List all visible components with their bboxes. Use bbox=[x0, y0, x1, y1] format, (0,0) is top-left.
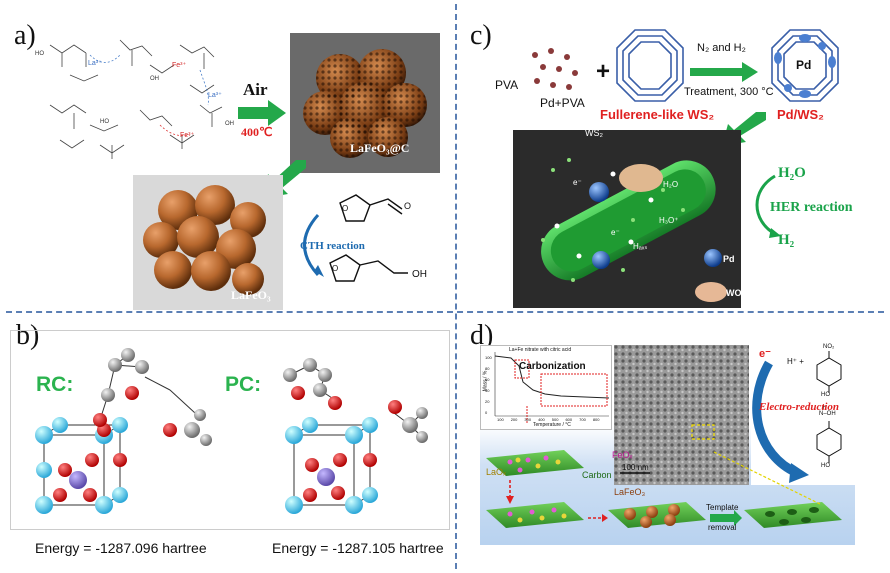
lafeo3-image: LaFeO₃ bbox=[133, 175, 283, 310]
tga-x-tick: 300 bbox=[524, 417, 532, 422]
ho-group-label: HO bbox=[35, 51, 44, 57]
wo3-legend-label: WO₃ bbox=[726, 288, 746, 298]
pva-label: PVA bbox=[495, 78, 519, 92]
tga-y-tick: 40 bbox=[485, 388, 490, 393]
laox-label: LaOₓ bbox=[486, 467, 506, 477]
oh-group-label-2: OH bbox=[225, 121, 234, 127]
hydroxylamine-label: N–OH bbox=[819, 411, 836, 417]
horizontal-divider bbox=[6, 311, 884, 313]
pd-legend-label: Pd bbox=[723, 254, 735, 264]
dft-structures bbox=[35, 348, 428, 514]
electron-d-label: e⁻ bbox=[759, 348, 771, 360]
tga-y-tick: 20 bbox=[485, 399, 490, 404]
carbon-label: Carbon bbox=[582, 470, 612, 480]
lafeo3-label: LaFeO₃ bbox=[231, 288, 271, 302]
tga-y-tick: 0 bbox=[485, 410, 488, 415]
synthesis-schematic bbox=[486, 450, 842, 528]
electro-reduction-scheme: e⁻ H⁺ + NO₂ HO N–OH H HO Electro-reducti… bbox=[751, 344, 855, 485]
lafeo3-c-label: LaFeO₃@C bbox=[350, 141, 410, 155]
hydroxyl-label: OH bbox=[412, 269, 427, 280]
tga-y-tick: 80 bbox=[485, 366, 490, 371]
rc-label: RC: bbox=[36, 373, 74, 396]
panel-b-label: b) bbox=[16, 320, 40, 351]
cth-reaction-scheme: O O O OH bbox=[303, 194, 427, 282]
pc-label: PC: bbox=[225, 373, 262, 396]
her-cycle-arrow bbox=[755, 174, 781, 238]
plus-sign: + bbox=[596, 58, 611, 85]
treatment-label: Treatment, 300 °C bbox=[684, 86, 774, 98]
hads-label: Hₐₓₛ bbox=[633, 242, 648, 251]
precursor-complex-structure: La³⁺ Fe³⁺ La³⁺ Fe³⁺ HO HO OH OH bbox=[35, 39, 234, 159]
tga-x-tick: 700 bbox=[579, 417, 586, 422]
tga-x-tick: 600 bbox=[565, 417, 573, 422]
fe-ion-label-2: Fe³⁺ bbox=[180, 132, 195, 139]
panel-a-label: a) bbox=[14, 20, 36, 51]
tga-x-tick: 800 bbox=[592, 417, 600, 422]
tga-x-tick: 500 bbox=[551, 417, 559, 422]
cth-reaction-label: CTH reaction bbox=[300, 240, 365, 252]
scale-bar-label: 100 nm bbox=[622, 463, 649, 472]
removal-label: removal bbox=[708, 523, 737, 532]
ws2-layer-label: WS₂ bbox=[585, 128, 603, 138]
vertical-divider bbox=[455, 4, 457, 569]
ho-group-label-2: HO bbox=[100, 119, 109, 125]
pd-ws2-label: Pd/WS₂ bbox=[777, 107, 824, 122]
tga-y-tick: 100 bbox=[485, 355, 492, 360]
tga-x-axis-label: Temperature / °C bbox=[533, 422, 571, 428]
electron-label: e⁻ bbox=[573, 178, 582, 187]
lafeo3-c-image: LaFeO₃@C bbox=[290, 33, 440, 173]
pd-pva-label: Pd+PVA bbox=[540, 96, 585, 110]
air-label: Air bbox=[243, 80, 268, 99]
fullerene-ws2-diagram bbox=[616, 29, 684, 102]
tga-legend: La+Fe nitrate with citric acid bbox=[509, 347, 572, 353]
panel-c-label: c) bbox=[470, 20, 492, 51]
her-reaction-label: HER reaction bbox=[770, 200, 853, 215]
panel-d-label: d) bbox=[470, 320, 494, 351]
tga-title: Carbonization bbox=[519, 361, 586, 372]
temperature-label: 400℃ bbox=[241, 125, 273, 139]
electro-reduction-label: Electro-reduction bbox=[759, 401, 840, 413]
phenol-ho-label: HO bbox=[821, 392, 830, 398]
pc-energy: Energy = -1287.105 hartree bbox=[272, 540, 444, 556]
treatment-arrow bbox=[690, 62, 758, 82]
furfural-o-atom: O bbox=[342, 204, 348, 213]
tga-x-tick: 100 bbox=[497, 417, 504, 422]
tga-x-tick: 200 bbox=[510, 417, 518, 422]
proton-label: H⁺ + bbox=[787, 357, 804, 366]
h3o-ion-label: H₃O⁺ bbox=[659, 216, 679, 225]
nitro-label: NO₂ bbox=[823, 344, 835, 350]
oh-group-label: OH bbox=[150, 76, 159, 82]
dft-structures-frame bbox=[10, 330, 450, 530]
tga-y-ticks: 100 80 60 40 20 0 bbox=[485, 352, 492, 418]
fe-ion-label: Fe³⁺ bbox=[172, 62, 187, 69]
amine-h-label: H bbox=[823, 405, 827, 411]
her-mechanism-image: WS₂ H₂O H₃O⁺ Hₐₓₛ e⁻ e⁻ Pd WO₃ bbox=[513, 128, 746, 308]
rc-energy: Energy = -1287.096 hartree bbox=[35, 540, 207, 556]
alcohol-ring-o-atom: O bbox=[332, 264, 338, 273]
lafeo3-d-label: LaFeO₃ bbox=[614, 487, 646, 497]
tga-x-ticks: 100 200 300 400 500 600 700 800 bbox=[497, 417, 600, 422]
electron-label-2: e⁻ bbox=[611, 228, 620, 237]
aldehyde-o-atom: O bbox=[404, 201, 411, 211]
tga-x-tick: 400 bbox=[538, 417, 545, 422]
pd-ws2-diagram bbox=[771, 29, 839, 102]
pva-particles bbox=[532, 48, 578, 90]
her-h2o-label: H₂O bbox=[778, 165, 806, 181]
template-label: Template bbox=[706, 503, 739, 512]
tem-image: 100 nm bbox=[614, 345, 749, 485]
tga-chart: La+Fe nitrate with citric acid Carboniza… bbox=[480, 345, 612, 430]
feox-label: FeOₓ bbox=[612, 450, 633, 460]
her-h2-label: H₂ bbox=[778, 232, 795, 248]
product-ho-label: HO bbox=[821, 463, 830, 469]
h2o-molecule-label: H₂O bbox=[663, 180, 679, 189]
la-ion-label: La³⁺ bbox=[88, 60, 102, 67]
fullerene-ws2-label: Fullerene-like WS₂ bbox=[600, 107, 715, 122]
la-ion-label-2: La³⁺ bbox=[208, 92, 222, 99]
pd-core-label: Pd bbox=[796, 58, 812, 72]
air-arrow bbox=[238, 100, 286, 126]
tga-y-tick: 60 bbox=[485, 377, 490, 382]
gas-label: N₂ and H₂ bbox=[697, 42, 746, 54]
